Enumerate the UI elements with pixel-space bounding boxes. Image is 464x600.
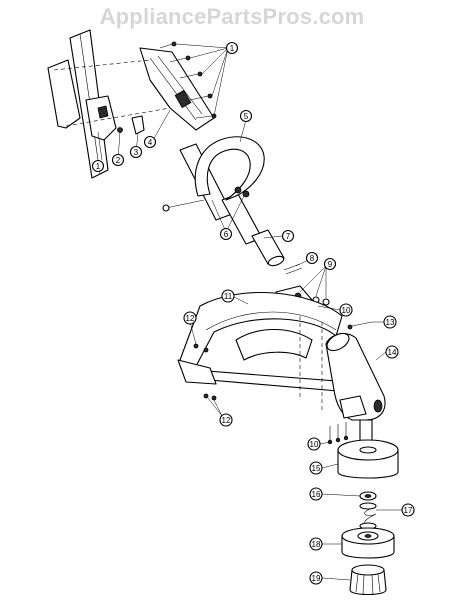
motor-housing [325,332,386,421]
callout-19: 19 [309,571,323,585]
svg-text:16: 16 [312,490,321,499]
svg-text:2: 2 [116,156,121,165]
handle-housing [139,47,215,131]
callout-12a: 12 [183,311,197,325]
callout-8: 8 [305,251,319,265]
callout-3: 3 [129,145,143,159]
svg-text:12: 12 [186,314,195,323]
callout-17: 17 [401,503,415,517]
callout-11: 11 [221,289,235,303]
callout-9: 9 [323,257,337,271]
watermark: AppliancePartsPros.com [99,4,365,29]
spring [359,502,377,530]
svg-text:10: 10 [342,306,351,315]
svg-text:11: 11 [224,292,233,301]
callout-15: 15 [309,461,323,475]
callout-10b: 10 [307,437,321,451]
housing-screw-13 [347,321,373,330]
svg-text:9: 9 [328,260,333,269]
spool-housing [337,439,399,479]
svg-text:15: 15 [312,464,321,473]
svg-text:14: 14 [388,348,397,357]
svg-text:4: 4 [148,138,153,147]
svg-text:19: 19 [312,574,321,583]
callout-18: 18 [309,537,323,551]
callout-13: 13 [383,315,397,329]
svg-text:1: 1 [96,162,101,171]
leader-lines [97,43,402,581]
svg-text:13: 13 [386,318,395,327]
callout-5: 5 [239,109,253,123]
svg-text:5: 5 [244,112,249,121]
svg-text:1: 1 [230,44,235,53]
guard-dashed-guides [299,316,323,412]
rear-handle [47,59,117,141]
lower-screws-10 [327,422,349,445]
trimmer-spool [341,527,395,559]
svg-text:7: 7 [286,232,291,241]
callout-10a: 10 [339,303,353,317]
svg-text:6: 6 [224,230,229,239]
svg-text:17: 17 [404,506,413,515]
housing-dashed-guides [53,59,171,127]
callout-12b: 12 [219,413,233,427]
trigger-parts [117,115,145,135]
housing-screws [159,41,217,119]
callout-16: 16 [309,487,323,501]
svg-text:10: 10 [310,440,319,449]
washer [359,491,377,501]
svg-text:3: 3 [134,148,139,157]
callout-1b: 1 [91,159,105,173]
callout-6: 6 [219,227,233,241]
callout-14: 14 [385,345,399,359]
callout-7: 7 [281,229,295,243]
svg-text:18: 18 [312,540,321,549]
spacer-pin [283,263,303,275]
motor-shaft [359,419,373,443]
assist-handle-bolt [162,186,250,212]
trimmer-guard [179,292,351,393]
callout-2: 2 [111,153,125,167]
bump-knob [349,564,387,596]
callout-1a: 1 [225,41,239,55]
svg-text:8: 8 [310,254,315,263]
shaft-coupler [251,229,285,267]
callout-4: 4 [143,135,157,149]
svg-text:12: 12 [222,416,231,425]
assist-handle [194,136,265,201]
